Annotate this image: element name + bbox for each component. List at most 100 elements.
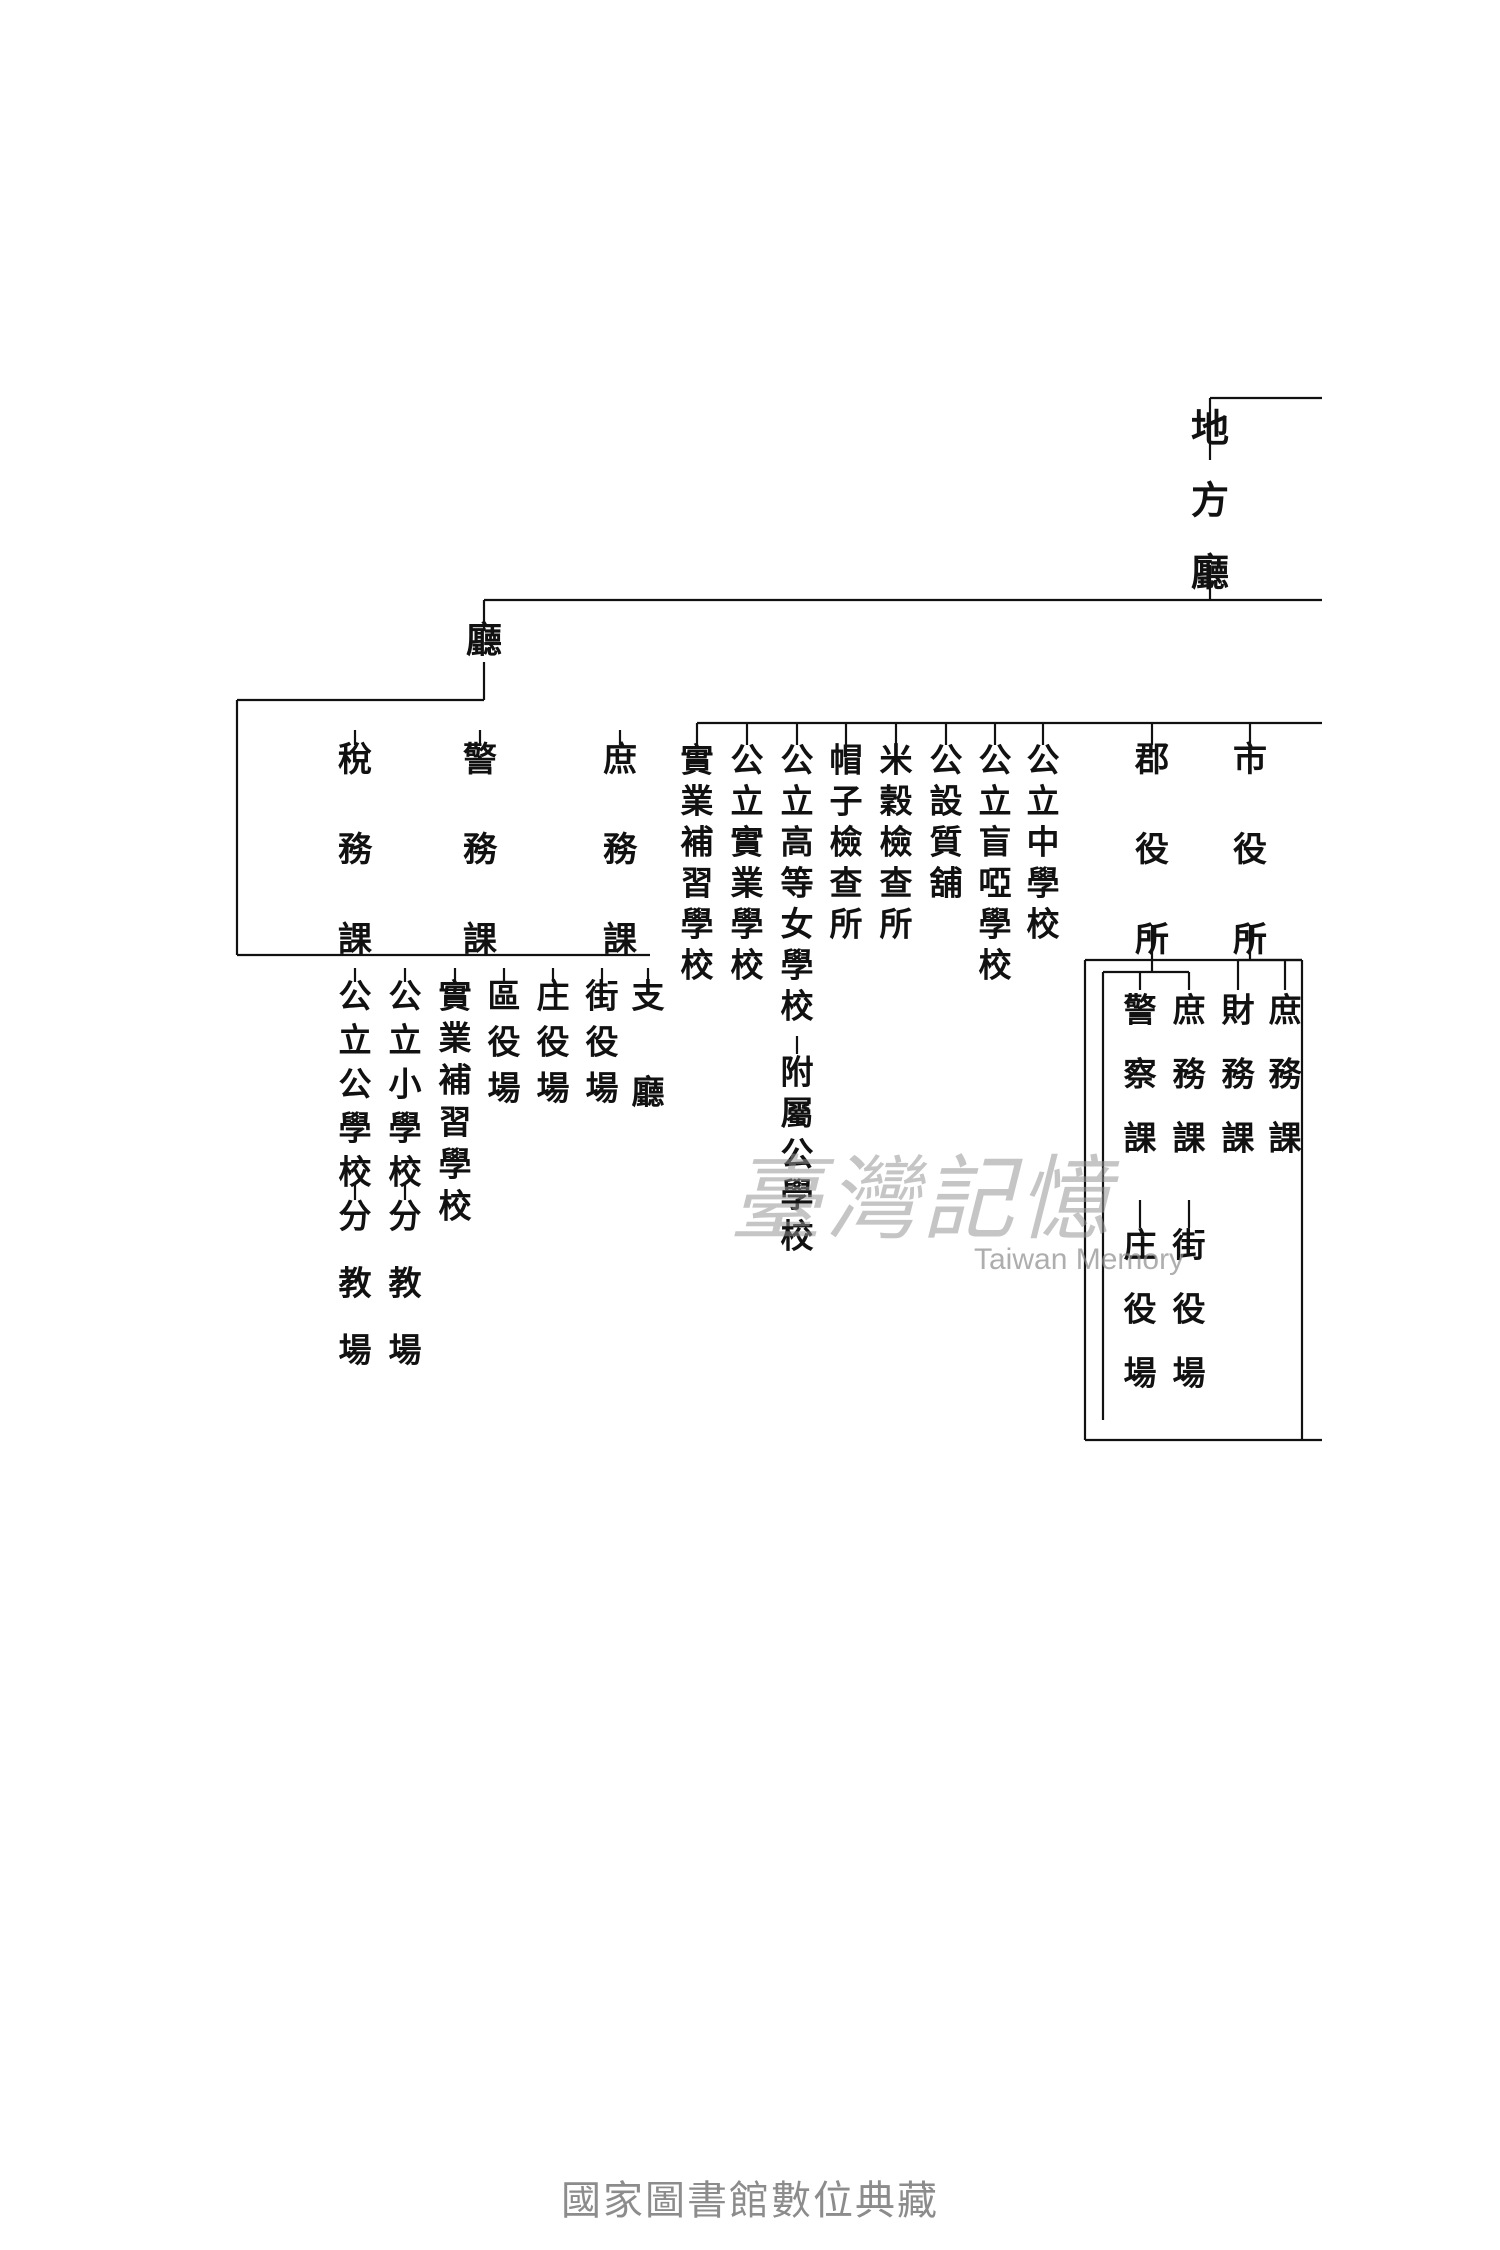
node-glyph: 場 bbox=[537, 1069, 570, 1108]
node-glyph: 廳 bbox=[632, 1073, 665, 1112]
watermark-main-text: 臺灣記憶 bbox=[730, 1146, 1115, 1253]
node-glyph: 役 bbox=[1135, 830, 1169, 870]
node-glyph: 分 bbox=[389, 1197, 422, 1236]
node-glyph: 附 bbox=[781, 1053, 814, 1092]
node-glyph: 公 bbox=[731, 741, 764, 780]
node-glyph: 課 bbox=[463, 920, 497, 960]
node-glyph: 課 bbox=[1222, 1119, 1256, 1158]
node-glyph: 場 bbox=[389, 1331, 422, 1370]
node-glyph: 場 bbox=[586, 1069, 619, 1108]
node-glyph: 方 bbox=[1191, 478, 1229, 523]
node-gun-sho-yakuba: 庄役場 bbox=[1124, 1226, 1157, 1393]
node-sho-yakuba: 庄役場 bbox=[537, 977, 570, 1108]
node-glyph: 務 bbox=[1269, 1055, 1303, 1094]
node-glyph: 務 bbox=[338, 830, 373, 870]
node-glyph: 立 bbox=[1027, 782, 1060, 821]
node-glyph: 校 bbox=[731, 946, 764, 985]
node-glyph: 區 bbox=[488, 977, 521, 1016]
node-glyph: 公 bbox=[339, 977, 372, 1016]
node-glyph: 支 bbox=[632, 977, 665, 1016]
node-glyph: 校 bbox=[439, 1187, 472, 1226]
node-glyph: 街 bbox=[585, 977, 619, 1016]
node-labels: 地方廳廳庶務課警務課稅務課市役所郡役所公立中學校公立盲啞學校公設質舖米穀檢查所帽… bbox=[338, 406, 1303, 1393]
node-glyph: 立 bbox=[339, 1021, 372, 1060]
node-glyph: 實 bbox=[731, 823, 764, 862]
node-glyph: 務 bbox=[1222, 1055, 1256, 1094]
node-glyph: 庶 bbox=[603, 740, 637, 780]
node-glyph: 教 bbox=[339, 1264, 372, 1303]
node-glyph: 穀 bbox=[880, 782, 913, 821]
node-glyph: 屬 bbox=[781, 1094, 814, 1133]
node-glyph: 役 bbox=[586, 1023, 619, 1062]
node-glyph: 檢 bbox=[880, 823, 913, 862]
node-glyph: 等 bbox=[781, 864, 814, 903]
node-glyph: 公 bbox=[1027, 741, 1060, 780]
node-glyph: 學 bbox=[781, 946, 814, 985]
node-glyph: 課 bbox=[603, 920, 637, 960]
node-glyph: 課 bbox=[1269, 1119, 1303, 1158]
node-shi-zaimuka: 財務課 bbox=[1222, 991, 1256, 1158]
node-glyph: 庶 bbox=[1173, 991, 1206, 1030]
node-glyph: 庶 bbox=[1269, 991, 1302, 1030]
node-glyph: 女 bbox=[781, 905, 814, 944]
node-glyph: 立 bbox=[781, 782, 814, 821]
node-gai-yakuba: 街役場 bbox=[585, 977, 619, 1108]
watermark: 臺灣記憶 Taiwan Memory bbox=[730, 1125, 1230, 1295]
node-glyph: 所 bbox=[1233, 920, 1267, 960]
node-glyph: 教 bbox=[389, 1264, 422, 1303]
node-glyph: 公 bbox=[930, 741, 963, 780]
node-glyph: 公 bbox=[781, 1135, 814, 1174]
node-shi-shomuka: 庶務課 bbox=[1269, 991, 1303, 1158]
node-glyph: 市 bbox=[1233, 740, 1267, 780]
node-glyph: 檢 bbox=[830, 823, 863, 862]
node-glyph: 立 bbox=[731, 782, 764, 821]
node-glyph: 學 bbox=[389, 1109, 422, 1148]
node-chihoucho: 地方廳 bbox=[1191, 406, 1229, 595]
node-glyph: 學 bbox=[1027, 864, 1060, 903]
node-glyph: 警 bbox=[463, 740, 497, 780]
node-glyph: 課 bbox=[1173, 1119, 1207, 1158]
node-glyph: 米 bbox=[880, 741, 913, 780]
node-glyph: 公 bbox=[389, 977, 422, 1016]
node-glyph: 業 bbox=[439, 1019, 472, 1058]
node-glyph: 公 bbox=[979, 741, 1012, 780]
node-glyph: 場 bbox=[1124, 1354, 1157, 1393]
node-glyph: 校 bbox=[979, 946, 1012, 985]
node-glyph: 習 bbox=[439, 1103, 472, 1142]
node-glyph: 查 bbox=[830, 864, 863, 903]
node-shicho: 支廳 bbox=[632, 977, 665, 1112]
node-glyph: 課 bbox=[1124, 1119, 1158, 1158]
node-glyph: 稅 bbox=[338, 740, 372, 780]
node-glyph: 小 bbox=[389, 1065, 422, 1104]
node-glyph: 啞 bbox=[979, 864, 1012, 903]
node-bunkyojo-1: 分教場 bbox=[389, 1197, 422, 1370]
node-glyph: 財 bbox=[1222, 991, 1255, 1030]
node-zeimuka: 稅務課 bbox=[338, 740, 373, 960]
node-cho: 廳 bbox=[466, 619, 502, 661]
node-glyph: 所 bbox=[830, 905, 863, 944]
node-glyph: 學 bbox=[731, 905, 764, 944]
watermark-sub-text: Taiwan Memory bbox=[974, 1243, 1185, 1276]
node-glyph: 設 bbox=[930, 782, 963, 821]
node-glyph: 課 bbox=[338, 920, 372, 960]
node-glyph: 實 bbox=[681, 741, 714, 780]
node-glyph: 廳 bbox=[466, 619, 502, 661]
node-glyph: 學 bbox=[681, 905, 714, 944]
node-glyph: 校 bbox=[781, 1217, 814, 1256]
node-glyph: 察 bbox=[1124, 1055, 1157, 1094]
node-glyph: 業 bbox=[731, 864, 764, 903]
node-glyph: 查 bbox=[880, 864, 913, 903]
node-glyph: 高 bbox=[781, 823, 814, 862]
